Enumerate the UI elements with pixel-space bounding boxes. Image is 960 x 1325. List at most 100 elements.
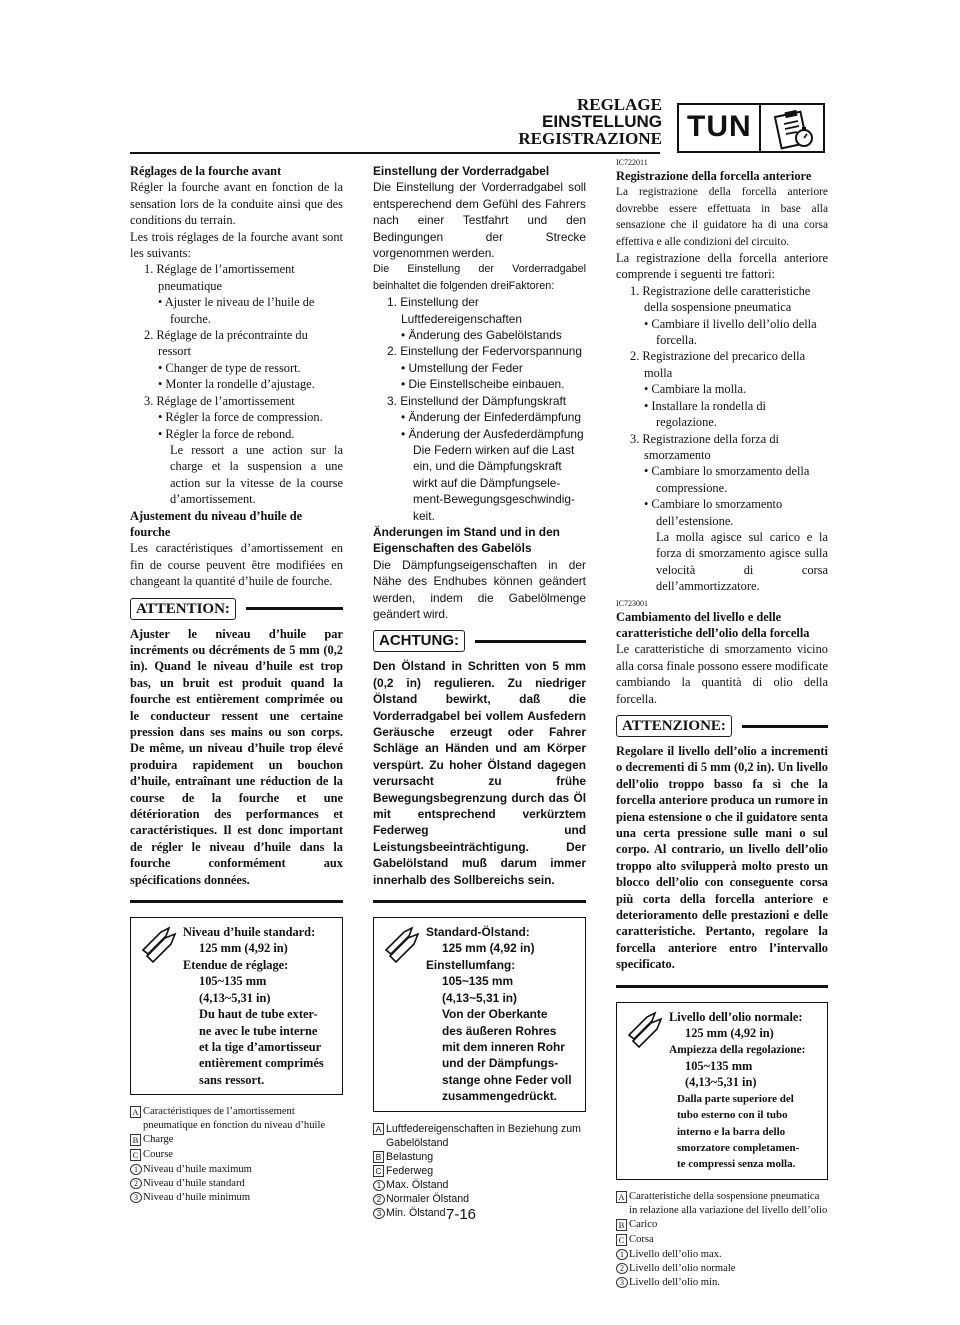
bullet-item: • Changer de type de ressort. [158,360,301,375]
spec-line: Etendue de réglage: [183,957,289,972]
bullet-item: • Änderung der Ausfederdämpfung [401,426,584,441]
spec-line: 125 mm (4,92 in) [685,1026,774,1041]
bullet-item: • Cambiare lo smorzamento della compress… [644,464,810,495]
caution-rule [475,639,586,643]
intro-paragraph: Die Einstellung der Vorderradgabel soll … [373,180,586,261]
spec-line: Niveau d’huile standard: [183,925,316,940]
legend-text: Niveau d’huile maximum [143,1164,252,1176]
bullet-item: • Änderung des Gabelölstands [401,328,562,343]
spec-line: 105~135 mm [199,974,267,989]
clipboard-stopwatch-icon [773,108,817,155]
spec-line: Du haut de tube exter- [199,1007,318,1022]
page-number: 7-16 [446,1206,477,1223]
note-paragraph: Die Federn wirken auf die Last ein, und … [413,442,575,523]
spec-line: et la tige d’amortisseur [199,1039,322,1054]
legend-text: Niveau d’huile standard [143,1178,245,1190]
legend-text: Luftfedereigenschaften in Beziehung zum … [386,1122,581,1149]
caution-end-rule [130,900,343,904]
section-badge: TUN [677,103,825,153]
spec-line: (4,13~5,31 in) [442,990,518,1005]
note-paragraph: La molla agisce sul carico e la forza di… [656,529,828,594]
bullet-item: • Installare la rondella di regolazione. [644,398,767,430]
wrench-icon [139,926,179,972]
spec-line: stange ohne Feder voll [442,1072,572,1087]
bullet-item: • Régler la force de rebond. [158,426,295,441]
bullet-item: • Cambiare la molla. [644,382,747,397]
spec-line: zusammengedrückt. [442,1089,557,1104]
spec-line: 105~135 mm [442,974,514,989]
section-heading: Einstellung der Vorderradgabel [373,164,550,178]
spec-line: te compressi senza molla. [677,1158,796,1171]
legend-text: Livello dell’olio min. [629,1276,720,1288]
note-paragraph: Le ressort a une action sur la charge et… [170,442,343,507]
caution-text: Regolare il livello dell’olio a incremen… [616,744,828,972]
lead-paragraph: Die Einstellung der Vorderradgabel beinh… [373,263,586,292]
legend-text: Caractéristiques de l’amortissement pneu… [143,1106,326,1132]
wrench-icon [625,1011,665,1057]
caution-end-rule [616,984,828,988]
section-heading: Réglages de la fourche avant [130,164,282,178]
list-item: 3. Einstellund der Dämpfungskraft [387,393,567,408]
bullet-item: • Änderung der Einfederdämpfung [401,410,582,425]
spec-line: des äußeren Rohres [442,1023,557,1038]
spec-line: (4,13~5,31 in) [199,990,271,1005]
subsection-text: Les caractéristiques d’amortissement en … [130,541,343,589]
caution-rule [245,607,343,611]
list-item: 3. Réglage de l’amortissement [144,393,295,408]
legend-text: Livello dell’olio max. [629,1248,722,1260]
title-de: EINSTELLUNG [542,112,662,131]
spec-line: interno e la barra dello [677,1125,786,1138]
title-fr: REGLAGE [576,95,662,114]
spec-line: tubo esterno con il tubo [677,1109,788,1122]
spec-line: sans ressort. [199,1072,265,1087]
legend-text: Charge [143,1134,174,1146]
spec-line: Einstellumfang: [426,957,516,972]
spec-box: Standard-Ölstand: 125 mm (4,92 in) Einst… [373,917,586,1112]
caution-text: Den Ölstand in Schritten von 5 mm (0,2 i… [373,659,586,887]
caution-label: ATTENZIONE: [616,715,732,737]
column-italian: IC722011 Registrazione della forcella an… [616,158,828,1290]
spec-line: 125 mm (4,92 in) [442,941,535,956]
section-titles: REGLAGE EINSTELLUNG REGISTRAZIONE [518,96,662,147]
bullet-item: • Régler la force de compression. [158,410,323,425]
legend-text: Min. Ölstand [386,1206,446,1219]
spec-line: Dalla parte superiore del [677,1092,794,1105]
subsection-text: Die Dämpfungseigenschaften in der Nähe d… [373,557,586,621]
list-item: 1. Einstellung der Luftfedereigenschafte… [387,295,522,326]
section-heading: Registrazione della forcella anteriore [616,169,812,183]
spec-line: (4,13~5,31 in) [685,1075,757,1090]
legend-text: Belastung [386,1150,434,1163]
bullet-item: • Cambiare lo smorzamento dell’estension… [644,497,783,528]
legend-text: Corsa [629,1233,654,1245]
bullet-item: • Die Einstellscheibe einbauen. [401,377,565,392]
list-item: 1. Registrazione delle caratteristiche d… [630,283,811,315]
bullet-item: • Umstellung der Feder [401,360,523,375]
caution-header: ATTENZIONE: [616,715,828,737]
caution-label: ATTENTION: [130,597,236,620]
list-item: 2. Registrazione del precarico della mol… [630,349,806,380]
legend-text: Carico [629,1218,658,1230]
legend-text: Course [143,1149,174,1161]
spec-line: smorzatore completamen- [677,1141,800,1154]
subsection-heading: Cambiamento del livello e delle caratter… [616,609,810,640]
spec-line: Standard-Ölstand: [426,925,530,940]
badge-label: TUN [687,110,752,143]
spec-box: Livello dell’olio normale: 125 mm (4,92 … [616,1001,828,1180]
list-item: 2. Einstellung der Federvorspannung [387,344,582,359]
spec-line: mit dem inneren Rohr [442,1039,565,1054]
list-item: 3. Registrazione della forza di smorzame… [630,431,779,462]
wrench-icon [382,926,422,972]
legend-text: Livello dell’olio normale [629,1262,736,1274]
header-rule [130,152,660,154]
bullet-item: • Monter la rondelle d’ajustage. [158,377,315,392]
caution-rule [741,724,828,728]
lead-paragraph: La registrazione della forcella anterior… [616,251,828,282]
caution-header: ACHTUNG: [373,630,586,653]
bullet-item: • Ajuster le niveau de l’huile de fourch… [158,295,315,326]
spec-line: Livello dell’olio normale: [669,1009,803,1024]
lead-paragraph: Les trois réglages de la fourche avant s… [130,229,343,261]
badge-divider [759,105,761,151]
